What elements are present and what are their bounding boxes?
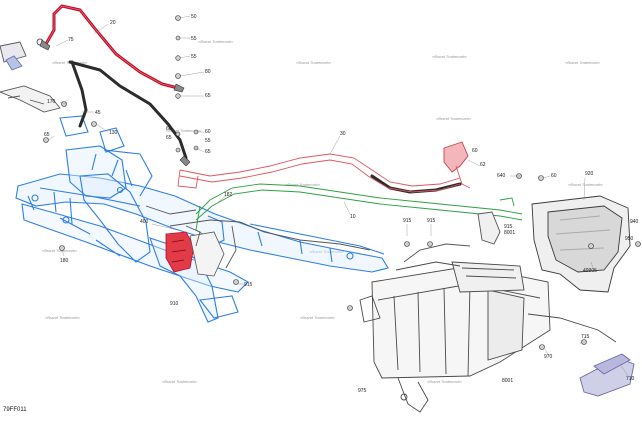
callout-75: 75 xyxy=(68,37,74,43)
callout-910: 910 xyxy=(170,301,179,307)
callout-49905: 49905 xyxy=(583,268,597,274)
watermark: «Brand Trademark» xyxy=(427,379,463,384)
callout-65: 65 xyxy=(44,132,50,138)
watermark: «Brand Trademark» xyxy=(309,249,345,254)
callout-60: 60 xyxy=(166,126,172,132)
callout-45: 45 xyxy=(95,110,101,116)
callout-8001: 8001 xyxy=(502,378,513,384)
callout-60: 60 xyxy=(205,129,211,135)
callout-20: 20 xyxy=(110,20,116,26)
watermark: «Brand Trademark» xyxy=(162,379,198,384)
figure-code: 79FF011 xyxy=(3,407,27,413)
callout-10: 10 xyxy=(350,214,356,220)
positive-cable xyxy=(39,4,185,93)
side-cover xyxy=(531,195,631,293)
callout-130: 130 xyxy=(109,130,118,136)
callout-400: 400 xyxy=(140,219,149,225)
callout-labels: 20 75 50 55 55 80 65 170 45 130 65 60 65… xyxy=(44,14,639,394)
chassis-frame xyxy=(15,115,389,323)
callout-920: 920 xyxy=(585,171,594,177)
callout-180: 180 xyxy=(60,258,69,264)
watermark: «Brand Trademark» xyxy=(300,315,336,320)
callout-30: 30 xyxy=(340,131,346,137)
fastener-stack xyxy=(43,15,641,350)
watermark: «Brand Trademark» xyxy=(285,182,321,187)
watermark: «Brand Trademark» xyxy=(166,128,202,133)
center-harness xyxy=(145,205,501,269)
callout-710: 710 xyxy=(626,376,635,382)
callout-65: 65 xyxy=(205,93,211,99)
callout-8001: 8001 xyxy=(504,230,515,236)
watermark: «Brand Trademark» xyxy=(565,60,601,65)
callout-62: 62 xyxy=(480,162,486,168)
ground-cable xyxy=(68,60,462,194)
callout-50: 50 xyxy=(191,14,197,20)
callout-170: 170 xyxy=(47,99,56,105)
callout-970: 970 xyxy=(544,354,553,360)
callout-55: 55 xyxy=(191,54,197,60)
watermark: «Brand Trademark» xyxy=(42,248,78,253)
fuse-block xyxy=(165,231,225,277)
callout-940: 940 xyxy=(630,219,639,225)
callout-950: 950 xyxy=(625,236,634,242)
watermark: «Brand Trademark» xyxy=(568,182,604,187)
left-components xyxy=(0,38,61,113)
callout-60: 60 xyxy=(551,173,557,179)
battery-box xyxy=(359,261,617,413)
leader-lines xyxy=(47,15,633,377)
bracket-710 xyxy=(579,353,635,397)
callout-65: 65 xyxy=(166,135,172,141)
callout-915: 915 xyxy=(403,218,412,224)
watermark: «Brand Trademark» xyxy=(198,39,234,44)
callout-915: 915 xyxy=(244,282,253,288)
callout-182: 182 xyxy=(224,192,233,198)
callout-55: 55 xyxy=(205,138,211,144)
callout-915: 915 xyxy=(504,224,513,230)
watermark: «Brand Trademark» xyxy=(436,116,472,121)
watermark: «Brand Trademark» xyxy=(45,315,81,320)
callout-640: 640 xyxy=(497,173,506,179)
callout-60: 60 xyxy=(472,148,478,154)
callout-915: 915 xyxy=(427,218,436,224)
watermark: «Brand Trademark» xyxy=(296,60,332,65)
callout-55: 55 xyxy=(191,36,197,42)
watermark: «Brand Trademark» xyxy=(432,54,468,59)
callout-65: 65 xyxy=(205,149,211,155)
main-harness xyxy=(177,141,471,193)
callout-715: 715 xyxy=(581,334,590,340)
callout-975: 975 xyxy=(358,388,367,394)
callout-80: 80 xyxy=(205,69,211,75)
